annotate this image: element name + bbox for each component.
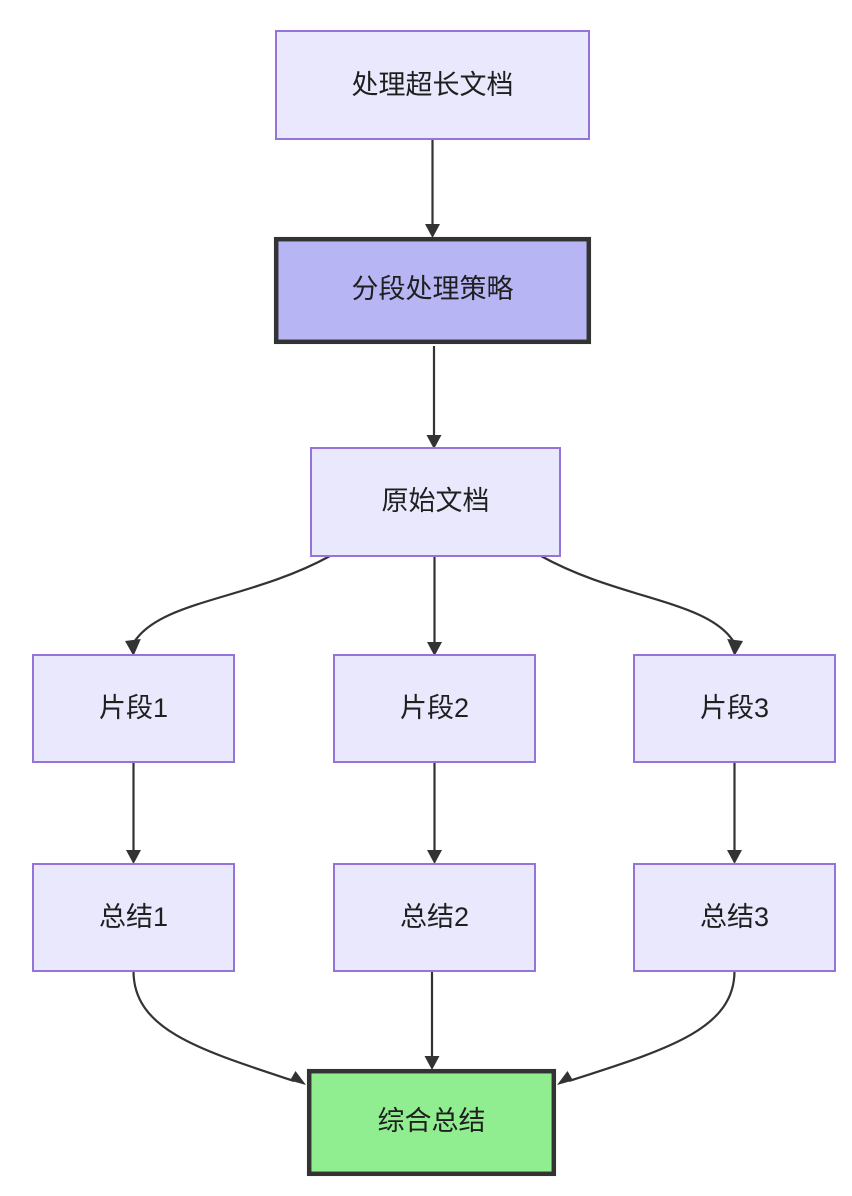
node-shape[interactable] [310, 447, 561, 557]
arrowhead-icon [425, 224, 440, 238]
arrowhead-icon [125, 639, 141, 656]
edge-curve [540, 555, 736, 644]
node-shape[interactable] [32, 654, 235, 763]
node-summary-2[interactable]: 总结2 [333, 863, 536, 972]
edge-curve [568, 970, 736, 1083]
node-summary-3[interactable]: 总结3 [633, 863, 836, 972]
edge-strategy-to-source [426, 346, 442, 449]
edge-fragment-3-to-summary-3 [727, 762, 742, 864]
arrowhead-icon [126, 850, 141, 864]
node-shape[interactable] [633, 654, 836, 763]
arrowhead-icon [727, 850, 742, 864]
node-shape[interactable] [32, 863, 235, 972]
node-chunking-strategy[interactable]: 分段处理策略 [273, 236, 592, 345]
arrowhead-icon [557, 1071, 573, 1085]
edge-source-to-fragment-2 [427, 556, 442, 656]
node-shape[interactable] [275, 30, 590, 140]
arrowhead-icon [427, 642, 442, 656]
arrowhead-icon [727, 639, 743, 656]
edge-process-to-strategy [425, 139, 440, 238]
edge-fragment-1-to-summary-1 [126, 762, 141, 864]
node-shape[interactable] [273, 236, 592, 345]
edge-summary-2-to-final [424, 971, 440, 1070]
arrowhead-icon [426, 435, 442, 449]
edge-source-to-fragment-3 [540, 555, 743, 656]
node-layer: 处理超长文档 分段处理策略 原始文档 片段1 片段2 片段3 [32, 30, 836, 1177]
edge-source-to-fragment-1 [125, 555, 331, 656]
node-fragment-1[interactable]: 片段1 [32, 654, 235, 763]
arrowhead-icon [427, 850, 442, 864]
node-shape[interactable] [633, 863, 836, 972]
node-final-summary[interactable]: 综合总结 [306, 1068, 557, 1177]
edge-layer [125, 139, 743, 1085]
node-source-document[interactable]: 原始文档 [310, 447, 561, 557]
edge-curve [132, 555, 331, 644]
node-fragment-2[interactable]: 片段2 [333, 654, 536, 763]
node-fragment-3[interactable]: 片段3 [633, 654, 836, 763]
node-shape[interactable] [333, 863, 536, 972]
node-summary-1[interactable]: 总结1 [32, 863, 235, 972]
node-shape[interactable] [306, 1068, 557, 1177]
arrowhead-icon [290, 1071, 306, 1085]
edge-summary-3-to-final [557, 970, 736, 1085]
node-shape[interactable] [333, 654, 536, 763]
node-process-long-document[interactable]: 处理超长文档 [275, 30, 590, 140]
arrowhead-icon [424, 1056, 440, 1070]
edge-fragment-2-to-summary-2 [427, 762, 442, 864]
edge-curve [132, 970, 295, 1083]
edge-summary-1-to-final [132, 970, 306, 1085]
